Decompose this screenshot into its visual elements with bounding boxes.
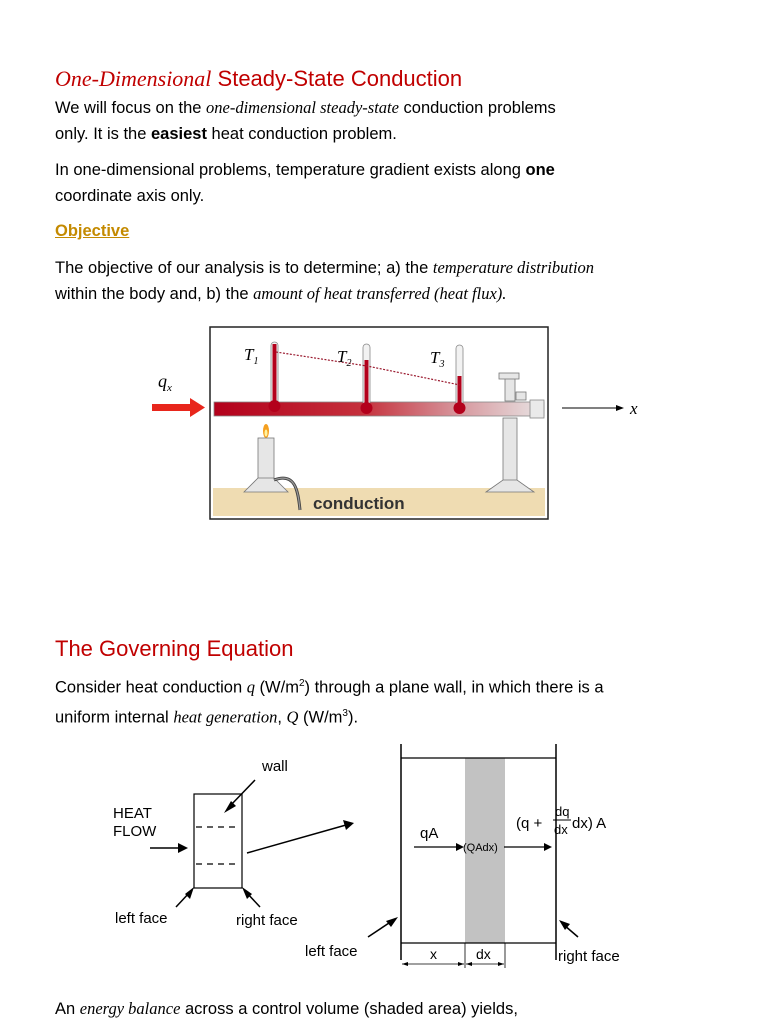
text-italic: Q bbox=[286, 707, 299, 726]
control-volume-shaded bbox=[465, 758, 505, 943]
text: across a control volume (shaded area) yi… bbox=[180, 1000, 518, 1018]
text: coordinate axis only. bbox=[55, 187, 205, 205]
x-axis-label: x bbox=[629, 399, 638, 418]
zoom-arrow bbox=[246, 820, 354, 854]
text: ). bbox=[347, 708, 359, 726]
text: The objective of our analysis is to dete… bbox=[55, 259, 433, 277]
t3-label: T3 bbox=[430, 348, 444, 370]
text-italic: amount of heat transferred (heat flux). bbox=[253, 284, 507, 303]
t1-label: T1 bbox=[244, 345, 258, 367]
text: heat conduction problem. bbox=[206, 125, 397, 143]
text: ) through a plane wall, in which there i… bbox=[304, 678, 604, 697]
left-face-pointer bbox=[175, 887, 194, 908]
text: , bbox=[277, 708, 287, 726]
qx-label: qx bbox=[158, 371, 172, 394]
right-face2-label: right face bbox=[558, 948, 620, 965]
floor bbox=[213, 488, 545, 516]
burner bbox=[243, 424, 302, 511]
text: An bbox=[55, 1000, 80, 1018]
one-dimensional-paragraph: In one-dimensional problems, temperature… bbox=[55, 157, 755, 209]
support-stand bbox=[484, 372, 536, 493]
thermometer-2 bbox=[360, 343, 373, 414]
text-italic: energy balance bbox=[79, 999, 181, 1018]
text: uniform internal bbox=[55, 708, 174, 726]
dq-numerator: dq bbox=[555, 804, 569, 819]
left-face2-pointer bbox=[367, 917, 398, 938]
text-italic: q bbox=[246, 677, 255, 697]
right-face-label: right face bbox=[236, 912, 298, 929]
rod bbox=[213, 401, 545, 417]
text: only. It is the bbox=[55, 125, 151, 143]
dimension-dx-label: dx bbox=[476, 946, 491, 962]
qa-label: qA bbox=[420, 825, 438, 842]
plane-wall-figure: wall HEAT FLOW left face right face qA (… bbox=[113, 744, 620, 968]
conduction-figure: qx T1 T2 T3 conduction bbox=[152, 326, 638, 520]
left-face-label: left face bbox=[115, 910, 168, 927]
thermometer-3 bbox=[453, 344, 466, 414]
heat-input-arrow bbox=[152, 398, 205, 417]
dimension-dx bbox=[466, 943, 506, 968]
rod-end bbox=[529, 399, 545, 419]
left-face2-label: left face bbox=[305, 943, 358, 960]
text: (W/m bbox=[298, 708, 343, 726]
thermometer-1 bbox=[268, 341, 281, 412]
t2-label: T2 bbox=[337, 347, 351, 369]
qa-arrow bbox=[414, 843, 464, 851]
title-italic-part: One-Dimensional bbox=[55, 66, 212, 91]
heat-label: HEAT bbox=[113, 805, 152, 822]
section-title: One-Dimensional Steady-State Conduction bbox=[55, 66, 462, 92]
x-axis-arrow bbox=[562, 405, 624, 411]
dx-denominator: dx bbox=[554, 822, 568, 837]
energy-balance-paragraph: An energy balance across a control volum… bbox=[55, 996, 755, 1022]
objective-heading: Objective bbox=[55, 222, 130, 240]
objective-paragraph: The objective of our analysis is to dete… bbox=[55, 255, 765, 307]
text: within the body and, b) the bbox=[55, 285, 254, 303]
governing-paragraph: Consider heat conduction q (W/m2) throug… bbox=[55, 671, 755, 730]
temperature-profile-line bbox=[275, 351, 461, 386]
wall-pointer-arrow bbox=[224, 779, 256, 813]
right-face2-pointer bbox=[559, 920, 579, 938]
text: In one-dimensional problems, temperature… bbox=[55, 161, 526, 179]
conduction-caption: conduction bbox=[313, 494, 405, 513]
superscript: 2 bbox=[298, 678, 305, 689]
text-bold: easiest bbox=[151, 125, 207, 143]
text: We will focus on the bbox=[55, 99, 207, 117]
text-italic: temperature distribution bbox=[432, 258, 595, 277]
intro-paragraph: We will focus on the one-dimensional ste… bbox=[55, 95, 755, 147]
text-italic: heat generation bbox=[173, 707, 278, 726]
text-bold: one bbox=[525, 161, 555, 179]
text: (W/m bbox=[254, 678, 299, 697]
text: conduction problems bbox=[398, 99, 556, 117]
dimension-x bbox=[402, 943, 466, 968]
qout-arrow bbox=[504, 843, 552, 851]
text: Consider heat conduction bbox=[55, 678, 247, 697]
heat-flow-arrow bbox=[150, 843, 188, 853]
eq-left: (q + bbox=[516, 815, 543, 832]
wall-block bbox=[193, 793, 243, 889]
text-italic: one-dimensional steady-state bbox=[206, 98, 399, 117]
eq-right: dx) A bbox=[572, 815, 606, 832]
qadx-label: (QAdx) bbox=[463, 842, 498, 854]
title-rest: Steady-State Conduction bbox=[211, 66, 463, 91]
flow-label: FLOW bbox=[113, 823, 157, 840]
dimension-x-label: x bbox=[430, 946, 437, 962]
wall-label: wall bbox=[261, 758, 288, 775]
superscript: 3 bbox=[342, 707, 348, 719]
governing-equation-title: The Governing Equation bbox=[55, 636, 294, 661]
right-face-pointer bbox=[242, 887, 261, 908]
